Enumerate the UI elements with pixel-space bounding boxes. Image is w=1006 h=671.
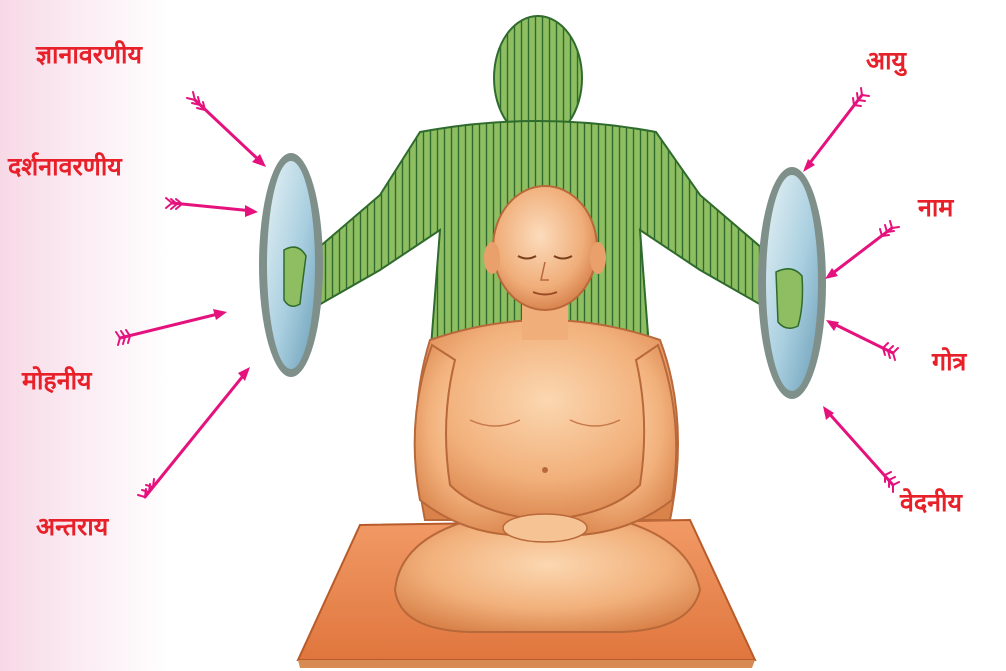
arrow-naam <box>825 221 899 279</box>
label-gotra: गोत्र <box>932 349 966 374</box>
label-gyanavaraniya: ज्ञानावरणीय <box>36 42 142 67</box>
arrow-vedaniya <box>823 406 899 492</box>
label-darshanavaraniya: दर्शनावरणीय <box>8 154 122 179</box>
arrow-mohaniya <box>116 309 227 345</box>
label-ayu: आयु <box>866 48 906 73</box>
right-shield <box>758 167 826 399</box>
arrow-gotra <box>826 320 898 360</box>
arrow-darshanavaraniya <box>166 198 258 217</box>
arrow-antaray <box>138 367 250 497</box>
label-naam: नाम <box>918 195 953 220</box>
arrow-ayu <box>803 88 869 172</box>
label-antaray: अन्तराय <box>36 514 108 539</box>
left-shield <box>259 153 323 377</box>
arrow-gyanavaraniya <box>187 92 266 167</box>
label-vedaniya: वेदनीय <box>900 490 962 515</box>
label-mohaniya: मोहनीय <box>22 368 92 393</box>
